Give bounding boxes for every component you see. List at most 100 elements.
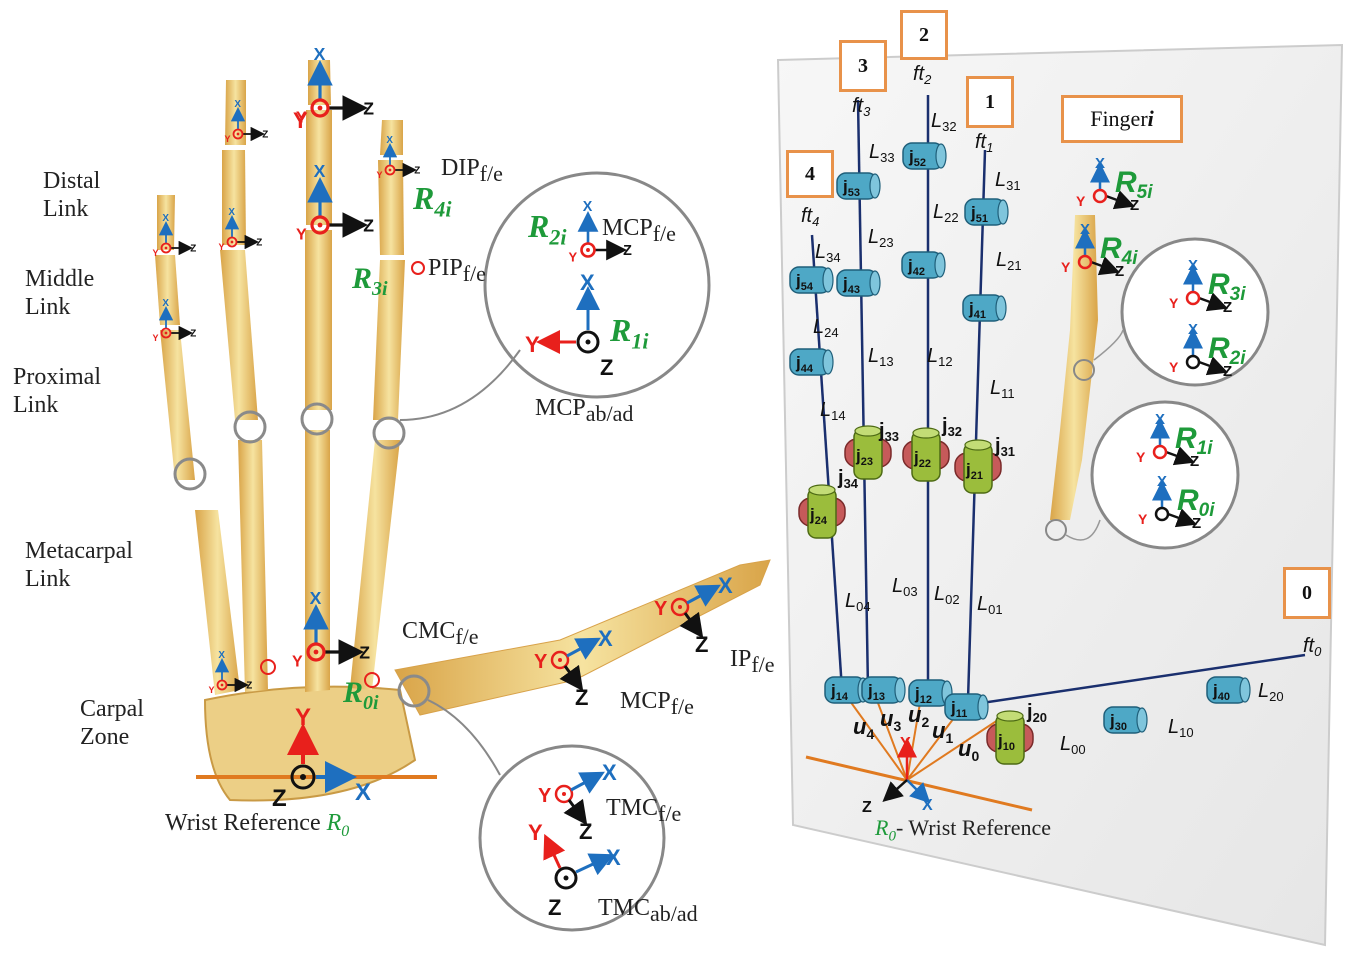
- mcp-abad-joint-label: MCPab/ad: [535, 395, 634, 426]
- right-frame-0i-z-label: Z: [1192, 515, 1201, 532]
- wrist-reference-label: Wrist Reference R0: [165, 810, 350, 840]
- tmc-abad-y-axis: [543, 833, 566, 869]
- blue-joint-51-label-sub: 51: [976, 213, 988, 225]
- right-frame-3i-origin: [1185, 290, 1201, 306]
- blue-joint-52: j52: [902, 142, 947, 170]
- blue-joint-43: j43: [836, 269, 881, 297]
- link-label-sub-32: 32: [942, 119, 956, 134]
- blue-joint-44-label-sub: 44: [801, 363, 814, 375]
- left-frame-3-y-label: Y: [225, 134, 231, 144]
- right-wrist-x-axis: [906, 779, 931, 804]
- fingertip-label-sub-0: 0: [1314, 644, 1322, 659]
- blue-joint-41: j41: [962, 294, 1007, 322]
- frame-r4i-label: R4i: [413, 180, 452, 222]
- left-frame-8-origin: [216, 679, 228, 691]
- left-frame-5-origin-dot: [317, 222, 323, 228]
- green-joint-21-green-cap: [964, 439, 992, 451]
- blue-joint-54: j54: [789, 266, 834, 294]
- tmc-abad-origin: [554, 866, 578, 890]
- side-joint-label-sub-20: 20: [1033, 710, 1047, 725]
- thumb-ip-frame-z-label: Z: [695, 632, 708, 657]
- right-wrist-y-label: Y: [900, 735, 911, 752]
- left-frame-6-x-label: X: [314, 44, 326, 64]
- mcp-callout-upper-x-label: X: [583, 199, 593, 215]
- blue-joint-53-label-sub: 53: [848, 187, 860, 199]
- right-frame-3i-z-axis: [1198, 292, 1229, 312]
- left-frame-0-x-label: X: [162, 213, 169, 224]
- thumb-mcp-frame-z-label: Z: [575, 685, 588, 710]
- blue-joint-51-cap: [997, 199, 1009, 225]
- big-frame-a-y: Y: [293, 108, 308, 133]
- link-line-2: [966, 149, 987, 701]
- pip-joint-label: PIPf/e: [428, 255, 486, 286]
- left-frame-5-z-label: Z: [363, 215, 374, 235]
- right-frame-3i-x-label: X: [1188, 257, 1198, 274]
- finger-i-box: Finger i: [1061, 95, 1183, 143]
- right-frame-4i-z-label: Z: [1115, 263, 1124, 280]
- right-wrist-z-label: Z: [862, 799, 872, 816]
- blue-joint-44-cap: [822, 349, 834, 375]
- u-ray-4: [906, 719, 999, 781]
- left-frame-0-z-label: Z: [190, 244, 196, 255]
- blue-joint-42: j42: [901, 251, 946, 279]
- mcp-fe-joint-label: MCPf/e: [602, 215, 676, 246]
- left-frame-1-origin: [160, 327, 172, 339]
- dip-joint-label: DIPf/e: [441, 155, 503, 186]
- green-joint-21-label-sub: 21: [971, 470, 983, 482]
- frame-r1i-label: R1i: [610, 312, 649, 354]
- link-label-sub-10: 10: [1179, 725, 1193, 740]
- blue-joint-13: j13: [861, 676, 906, 704]
- left-frame-1-x-label: X: [162, 298, 169, 309]
- green-joint-21: j21: [954, 439, 1002, 494]
- blue-joint-40-cap: [1239, 677, 1251, 703]
- right-frame-4i-x-label: X: [1080, 221, 1090, 238]
- left-frame-3-origin: [232, 128, 244, 140]
- right-frame-1i-x-label: X: [1155, 411, 1165, 428]
- thumb-ip-frame-x-label: X: [718, 573, 733, 598]
- thumb-mcp-frame-x-label: X: [598, 626, 613, 651]
- blue-joint-41-label-sub: 41: [974, 309, 986, 321]
- thumb-ip-frame-dot: [678, 605, 682, 609]
- blue-joint-11-cap: [977, 694, 989, 720]
- finger-box-3: 3: [839, 40, 887, 92]
- green-joint-24: j24: [798, 484, 846, 539]
- left-frame-0-origin-dot: [164, 246, 168, 250]
- blue-joint-30: j30: [1103, 706, 1148, 734]
- wrist-y-label: Y: [295, 704, 311, 731]
- right-frame-2i-y-label: Y: [1169, 359, 1179, 375]
- green-joint-24-label-sub: 24: [815, 515, 828, 527]
- blue-joint-30-label-sub: 30: [1115, 721, 1127, 733]
- tmc-abad-z-label: Z: [548, 895, 561, 920]
- mcp-callout-lower-dot: [585, 339, 591, 345]
- right-frame-4i-y-label: Y: [1061, 259, 1071, 275]
- blue-joint-11-label-sub: 11: [956, 708, 968, 720]
- green-joint-21-label: j21: [965, 460, 983, 482]
- left-frame-2-z-label: Z: [256, 238, 262, 249]
- thumb-mcp-frame-x-axis: [566, 637, 601, 660]
- blue-joint-44: j44: [789, 348, 834, 376]
- finger-box-0: 0: [1283, 567, 1331, 619]
- blue-joint-51: j51: [964, 198, 1009, 226]
- right-frame-5i-z-label: Z: [1130, 197, 1139, 214]
- mcp-callout-upper-y-label: Y: [569, 250, 578, 265]
- right-frame-4i-z-axis: [1090, 256, 1121, 276]
- left-frame-6-y-label: Y: [296, 109, 307, 126]
- link-label-sub-31: 31: [1006, 178, 1020, 193]
- blue-joint-54-cap: [822, 267, 834, 293]
- left-frame-8-x-label: X: [218, 650, 225, 661]
- tmc-fe-frame-z-label: Z: [579, 819, 592, 844]
- right-frame-5i-x-label: X: [1095, 155, 1105, 172]
- u-label-sub-0: 0: [971, 748, 979, 764]
- tmc-abad-dot: [563, 875, 569, 881]
- left-frame-7-origin: [306, 642, 326, 662]
- finger-box-4: 4: [786, 150, 834, 198]
- left-frame-5-y-label: Y: [296, 226, 307, 243]
- tmc-abad-y-label: Y: [528, 820, 543, 845]
- wrist-origin: [290, 764, 316, 790]
- tmc-fe-frame-y-label: Y: [538, 785, 552, 807]
- right-frame-0i-y-label: Y: [1138, 511, 1148, 527]
